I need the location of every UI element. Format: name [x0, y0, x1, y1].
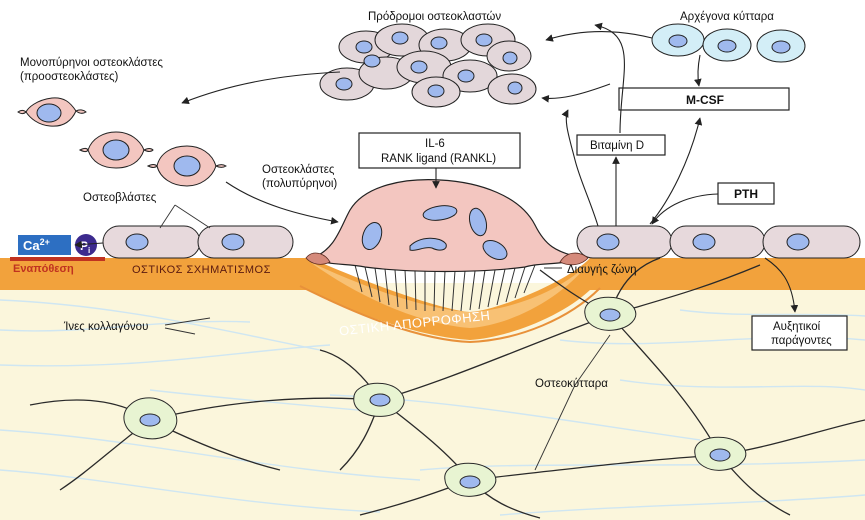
- osteoblast-nucleus: [786, 233, 810, 251]
- osteoblast-cell: [669, 225, 766, 259]
- osteoclast-multinucleated: [305, 179, 589, 312]
- stem-cells-label: Αρχέγονα κύτταρα: [680, 11, 774, 23]
- osteocyte-nucleus: [599, 308, 621, 322]
- stem-cell-nucleus: [668, 34, 688, 48]
- osteoblast-cell: [102, 225, 201, 259]
- growth-factors-label: Αυξητικοί: [773, 321, 821, 333]
- ruffled-border: [354, 264, 536, 312]
- pth-box: [717, 182, 775, 205]
- phosphate-label: Pi: [80, 239, 90, 255]
- osteoblast-cell: [576, 225, 673, 259]
- growth-factors-sublabel: παράγοντες: [771, 335, 832, 347]
- precursor-nucleus: [457, 69, 475, 83]
- calcium-label: Ca2+: [23, 237, 50, 253]
- osteocyte-nucleus: [369, 393, 391, 407]
- osteoblast-nucleus: [692, 233, 716, 251]
- precursor-nucleus: [427, 84, 445, 98]
- label-boxes: [358, 87, 848, 351]
- preosteoclast-nucleus: [36, 103, 62, 123]
- osteoclasts-sublabel: (πολυπύρηνοι): [262, 178, 337, 190]
- rankl-box: [358, 132, 521, 169]
- pth-label: PTH: [734, 187, 758, 201]
- osteoclast-nucleus: [422, 205, 458, 221]
- osteocyte-nucleus: [709, 448, 731, 462]
- osteoblast-nucleus: [596, 233, 620, 251]
- precursor-nucleus: [391, 31, 409, 45]
- flow-arrows: [181, 22, 799, 313]
- il6-label: IL-6: [425, 138, 445, 150]
- mononuclear-osteoclasts-label: Μονοπύρηνοι οστεοκλάστες: [20, 57, 163, 69]
- mcsf-box: [618, 87, 790, 111]
- precursor-nucleus: [363, 54, 381, 68]
- osteoblast-nucleus: [125, 233, 149, 251]
- osteoclast-nucleus: [468, 207, 488, 237]
- precursor-nucleus: [410, 60, 428, 74]
- osteocyte-nucleus: [459, 475, 481, 489]
- osteoblast-cell: [762, 225, 861, 259]
- osteocyte-network: [29, 257, 865, 519]
- resorption-pit: [310, 262, 590, 328]
- preosteoclast-nucleus: [102, 139, 130, 161]
- osteoclast-nucleus: [409, 237, 447, 251]
- osteoblast-layer-right: [576, 225, 861, 259]
- osteoclast-precursors-label: Πρόδρομοι οστεοκλαστών: [368, 11, 501, 23]
- collagen-fibers-label: Ίνες κολλαγόνου: [63, 321, 148, 333]
- precursor-nucleus: [355, 40, 373, 54]
- stem-cells: [651, 23, 806, 63]
- osteoblast-cell: [197, 225, 294, 259]
- osteoblasts-label: Οστεοβλάστες: [83, 192, 157, 204]
- osteoclasts-label: Οστεοκλάστες: [262, 164, 335, 176]
- rankl-label: RANK ligand (RANKL): [381, 153, 496, 165]
- osteoclast-nucleus: [482, 240, 508, 260]
- pointer-lines: [159, 204, 611, 471]
- deposition-label: Εναπόθεση: [13, 263, 74, 275]
- osteoclast-precursor-cluster: [319, 23, 537, 108]
- osteocytes-label: Οστεοκύτταρα: [535, 378, 608, 390]
- precursor-nucleus: [507, 81, 523, 95]
- sealing-zone: [305, 252, 589, 266]
- precursor-nucleus: [430, 36, 448, 50]
- stem-cell-nucleus: [771, 40, 791, 54]
- stem-cell-nucleus: [717, 39, 737, 53]
- osteoclast-nucleus: [361, 221, 383, 251]
- mononuclear-osteoclasts: [17, 97, 227, 187]
- precursor-nucleus: [335, 77, 353, 91]
- precursor-nucleus: [475, 33, 493, 47]
- clear-zone-label: Διαυγής ζώνη: [567, 264, 636, 276]
- phosphate-circle: [75, 234, 97, 256]
- calcium-box: [18, 235, 71, 255]
- osteoblast-layer-left: [102, 225, 294, 259]
- vitamin-d-box: [576, 134, 666, 156]
- growth-factors-box: [751, 315, 848, 351]
- bone-surface-band: [0, 258, 865, 340]
- mononuclear-osteoclasts-sublabel: (προοστεοκλάστες): [20, 71, 119, 83]
- vitamin-d-label: Βιταμίνη D: [590, 140, 644, 152]
- deposition-bar: [10, 257, 105, 261]
- bone-formation-label: ΟΣΤΙΚΟΣ ΣΧΗΜΑΤΙΣΜΟΣ: [132, 264, 271, 276]
- osteoblast-ion-arrow: [74, 240, 104, 249]
- mcsf-label: M-CSF: [686, 93, 724, 107]
- osteocyte-nucleus: [139, 413, 161, 427]
- precursor-nucleus: [502, 51, 518, 65]
- osteoblast-nucleus: [221, 233, 245, 251]
- preosteoclast-nucleus: [173, 155, 201, 177]
